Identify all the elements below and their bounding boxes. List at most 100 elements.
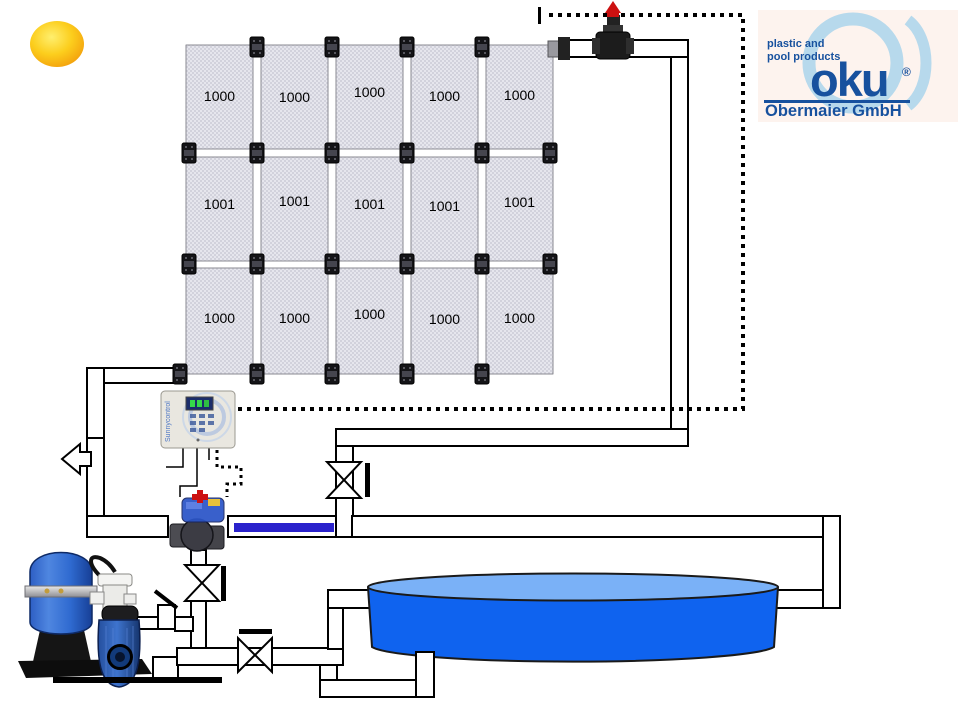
sun-icon <box>30 21 84 67</box>
solar-panel <box>185 156 254 262</box>
panel-label: 1001 <box>204 196 235 212</box>
pipe-mid-horizontal <box>335 428 689 447</box>
pipe-step-b <box>157 604 176 630</box>
display-digit <box>197 400 202 407</box>
bleed-valve-body <box>595 31 631 60</box>
solar-panel <box>410 267 479 375</box>
bleed-valve-collar <box>603 25 623 33</box>
pipe-network <box>86 39 841 698</box>
control-cables <box>215 7 745 497</box>
header-clamp <box>558 37 570 60</box>
actuator-red-handle <box>192 490 208 503</box>
panel-row-3 <box>185 267 554 375</box>
floor-line <box>53 677 222 683</box>
band-bolt <box>58 588 64 594</box>
panel-label: 1000 <box>429 311 460 327</box>
controller-deco-ring-outer <box>182 392 232 442</box>
solar-panel <box>335 44 404 150</box>
solar-panel-array: 1000 1000 1000 1000 1000 1001 1001 1001 … <box>185 44 554 375</box>
bleed-valve-nut-left <box>592 38 600 54</box>
multiport-lever <box>89 555 117 578</box>
valve-handle-bar <box>239 629 272 634</box>
logo-brand-text: oku <box>810 53 888 106</box>
panel-row-1 <box>185 44 554 150</box>
multiport-valve-top <box>97 573 133 587</box>
solar-panel <box>410 156 479 262</box>
oku-logo: plastic and pool products oku ® Obermaie… <box>758 10 958 122</box>
solar-panel <box>485 44 554 150</box>
check-valve-flap <box>153 589 179 610</box>
solar-panel <box>260 267 329 375</box>
display-digit <box>190 400 195 407</box>
solar-panel <box>485 156 554 262</box>
logo-registered-mark: ® <box>902 65 911 79</box>
panel-label: 1001 <box>429 198 460 214</box>
valve-solar-feed <box>324 461 370 499</box>
three-way-motor-valve <box>169 490 225 552</box>
pool-water-surface <box>367 572 779 602</box>
sensor-cable-dotted <box>238 13 745 411</box>
solar-panel <box>335 156 404 262</box>
panel-label: 1000 <box>354 84 385 100</box>
controller-wires <box>166 448 210 497</box>
panel-label: 1000 <box>504 310 535 326</box>
filter-pump-unit <box>18 551 222 688</box>
multiport-port-right <box>123 593 137 605</box>
logo-tagline-2: pool products <box>767 51 840 63</box>
pipe-right-drop <box>670 56 689 430</box>
solar-panel <box>260 44 329 150</box>
valve-pool-suction <box>237 629 273 675</box>
valve-handle-bar <box>365 463 370 497</box>
solar-panel <box>485 267 554 375</box>
panel-label: 1000 <box>354 306 385 322</box>
panel-row-2 <box>185 156 554 262</box>
pipe-pool-return-drop <box>822 515 841 609</box>
panel-label: 1001 <box>504 194 535 210</box>
solar-panel <box>185 267 254 375</box>
display-digit <box>204 400 209 407</box>
tank-pedestal <box>32 630 92 666</box>
panel-label: 1001 <box>354 196 385 212</box>
band-bolt <box>44 588 50 594</box>
panel-label: 1000 <box>279 89 310 105</box>
controller-label: Sunnycontrol <box>165 401 172 442</box>
controller-screw <box>196 438 200 442</box>
panel-label: 1001 <box>279 193 310 209</box>
pump-inlet-core <box>115 652 125 662</box>
panel-label: 1000 <box>204 88 235 104</box>
pipe-step-c <box>174 616 194 632</box>
solar-controller: Sunnycontrol <box>160 390 236 449</box>
panel-label: 1000 <box>204 310 235 326</box>
panel-labels: 1000 1000 1000 1000 1000 1001 1001 1001 … <box>204 84 535 327</box>
solar-panel <box>260 156 329 262</box>
panel-label: 1000 <box>279 310 310 326</box>
pipe-pool-inlet-drop <box>327 607 344 650</box>
actuator-window <box>186 502 202 509</box>
solar-panel <box>335 267 404 375</box>
actuator-label <box>208 499 220 506</box>
pipe-pool-inlet-stub <box>327 589 371 609</box>
bleed-valve-red-cap <box>605 1 621 17</box>
pipe-pool-drain <box>415 651 435 698</box>
multiport-port-left <box>89 591 105 605</box>
controller-buttons <box>190 414 214 432</box>
bleed-valve-nut-right <box>626 38 634 54</box>
logo-tagline-1: plastic and <box>767 38 824 50</box>
panel-clamps <box>172 36 570 385</box>
logo-underline <box>764 100 910 103</box>
flow-arrow-icon <box>60 441 92 477</box>
panel-label: 1000 <box>504 87 535 103</box>
logo-company-text: Obermaier GmbH <box>765 102 902 120</box>
pipe-left-bottom <box>86 515 169 538</box>
panel-label: 1000 <box>429 88 460 104</box>
pipe-main-horizontal <box>351 515 824 538</box>
valve-handle-bar <box>221 566 226 601</box>
cable-end-tick <box>538 7 541 24</box>
logo-ring-glyph <box>802 12 904 114</box>
valve-symbols <box>182 461 370 675</box>
valve-cable-dotted <box>215 450 243 497</box>
valve-body <box>180 518 214 552</box>
pool <box>367 572 779 663</box>
valve-pump-discharge <box>182 564 226 602</box>
